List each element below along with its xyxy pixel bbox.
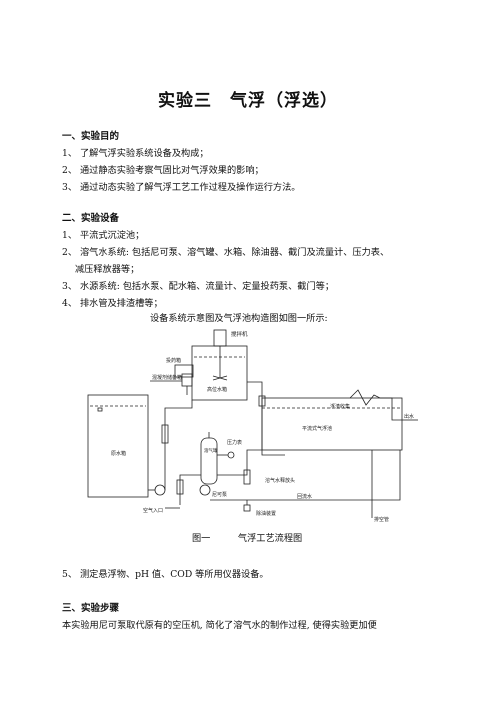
list-item: 2、 通过静态实验考察气固比对气浮效果的影响； — [62, 165, 264, 176]
label-pump: 尼可泵 — [212, 492, 227, 498]
stirrer-motor — [212, 329, 228, 381]
label-scum: 浮渣收集 — [330, 403, 350, 410]
section3-heading: 三、实验步骤 — [62, 603, 120, 614]
section1-heading: 一、实验目的 — [62, 131, 120, 142]
label-flotation: 平流式气浮池 — [302, 425, 332, 432]
label-reflux: 回流水 — [297, 493, 312, 500]
label-air: 空气入口 — [143, 507, 163, 514]
list-item: 减压释放器等； — [75, 264, 140, 275]
raw-water-tank — [87, 394, 149, 498]
list-item: 1、 平流式沉淀池； — [62, 230, 145, 241]
section2-heading: 二、实验设备 — [62, 213, 120, 224]
figure-caption: 图一 气浮工艺流程图 — [192, 533, 303, 544]
label-dosing: 投药箱 — [166, 357, 181, 364]
label-raw-tank: 原水箱 — [111, 450, 126, 457]
label-deoiler: 除油装置 — [256, 510, 276, 517]
list-item: 2、 溶气水系统: 包括尼可泵、溶气罐、水箱、除油器、截门及流量计、压力表、 — [62, 247, 390, 258]
label-drain: 排空管 — [374, 516, 389, 523]
paragraph: 本实验用尼可泵取代原有的空压机, 简化了溶气水的制作过程, 使得实验更加便 — [62, 620, 377, 631]
flotation-tank — [261, 397, 403, 451]
label-dissolved: 溶气罐 — [204, 447, 218, 454]
nikuni-pump — [199, 484, 211, 496]
raw-pump — [154, 484, 166, 496]
label-stirrer: 搅拌机 — [231, 330, 248, 338]
page-title: 实验三 气浮（浮选） — [158, 91, 338, 111]
list-item: 1、 了解气浮实验系统设备及构成； — [62, 148, 209, 159]
label-release: 溶气水释放头 — [265, 477, 295, 484]
pressure-gauge — [227, 451, 235, 459]
list-item: 3、 通过动态实验了解气浮工艺工作过程及操作运行方法。 — [62, 182, 301, 193]
list-item: 5、 测定悬浮物、pH 值、COD 等所用仪器设备。 — [62, 569, 269, 580]
list-item: 3、 水源系统: 包括水泵、配水箱、流量计、定量投药泵、截门等； — [62, 281, 335, 292]
figure-intro: 设备系统示意图及气浮池构造图如图一所示: — [150, 313, 328, 324]
label-high-tank: 高位水箱 — [207, 386, 227, 393]
dosing-box — [174, 364, 194, 378]
label-outlet: 出水 — [404, 413, 414, 420]
high-level-tank — [191, 345, 248, 401]
label-pressure: 压力表 — [227, 439, 242, 446]
label-coag: 混凝剂储备箱 — [152, 374, 182, 381]
dissolved-air-tank — [200, 437, 218, 485]
list-item: 4、 排水管及排渣槽等； — [62, 298, 163, 309]
